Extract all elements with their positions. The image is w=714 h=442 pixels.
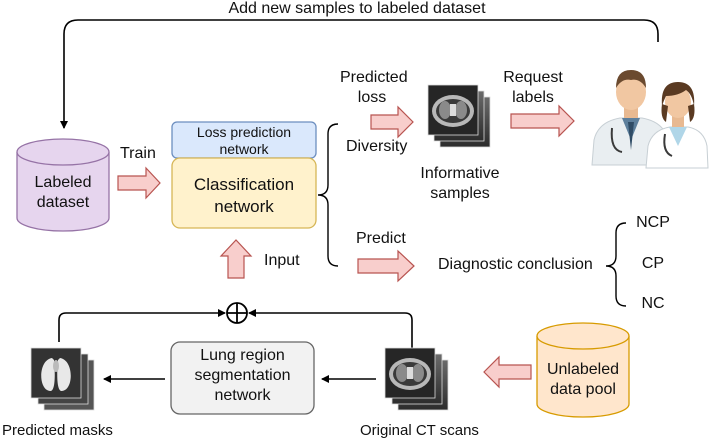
train-label: Train [120, 145, 156, 162]
doctors-icon [591, 70, 709, 169]
train-arrow [117, 166, 161, 200]
loss-net-label-1: Loss prediction [196, 124, 292, 140]
loss-net-label-2: network [219, 141, 269, 157]
seg-net-label-1: Lung region [200, 347, 285, 364]
class-cp: CP [641, 255, 665, 272]
feedback-connector [60, 19, 659, 129]
plus-circle-icon [226, 302, 248, 324]
predict-label: Predict [356, 230, 406, 247]
predicted-loss-label-1: Predicted [340, 69, 408, 86]
class-ncp: NCP [636, 214, 670, 231]
cls-net-label-1: Classification [193, 175, 295, 194]
class-nc: NC [641, 295, 665, 312]
informative-label-2: samples [430, 185, 490, 202]
top-caption: Add new samples to labeled dataset [228, 0, 486, 17]
seg-net-label-3: network [214, 387, 271, 404]
request-labels-label-2: labels [512, 89, 554, 106]
diversity-label: Diversity [346, 138, 408, 155]
output-brace [317, 123, 339, 267]
labeled-dataset-label-2: dataset [36, 194, 90, 211]
seg-net-label-2: segmentation [194, 367, 291, 384]
predicted-masks-label: Predicted masks [2, 422, 113, 439]
labeled-dataset-label-1: Labeled [34, 174, 92, 191]
unlabeled-pool-label-1: Unlabeled [546, 361, 620, 378]
input-arrow [219, 239, 253, 279]
informative-label-1: Informative [420, 165, 500, 182]
class-brace [605, 222, 627, 307]
original-ct-label: Original CT scans [360, 422, 479, 439]
request-labels-label-1: Request [503, 69, 563, 86]
block-arrows [117, 104, 575, 389]
ct-to-fusion-connector [248, 309, 413, 348]
predicted-loss-label-2: loss [357, 89, 387, 106]
predict-arrow [357, 249, 415, 283]
cls-net-label-2: network [214, 197, 274, 216]
predicted-loss-arrow [370, 105, 414, 139]
request-labels-arrow [510, 104, 575, 138]
ct-scan-icon [427, 84, 491, 148]
unlabeled-pool-cylinder [536, 322, 630, 418]
original-ct-icon [384, 347, 449, 411]
classification-box [171, 157, 317, 229]
diagnostic-label: Diagnostic conclusion [438, 256, 593, 273]
mask-icon [30, 347, 95, 411]
labeled-dataset-cylinder [16, 138, 110, 232]
unlabeled-to-ct-arrow [483, 355, 532, 389]
mask-to-fusion-connector [58, 309, 226, 342]
input-label: Input [264, 252, 300, 269]
segmentation-box [170, 341, 315, 415]
unlabeled-pool-label-2: data pool [550, 381, 616, 398]
